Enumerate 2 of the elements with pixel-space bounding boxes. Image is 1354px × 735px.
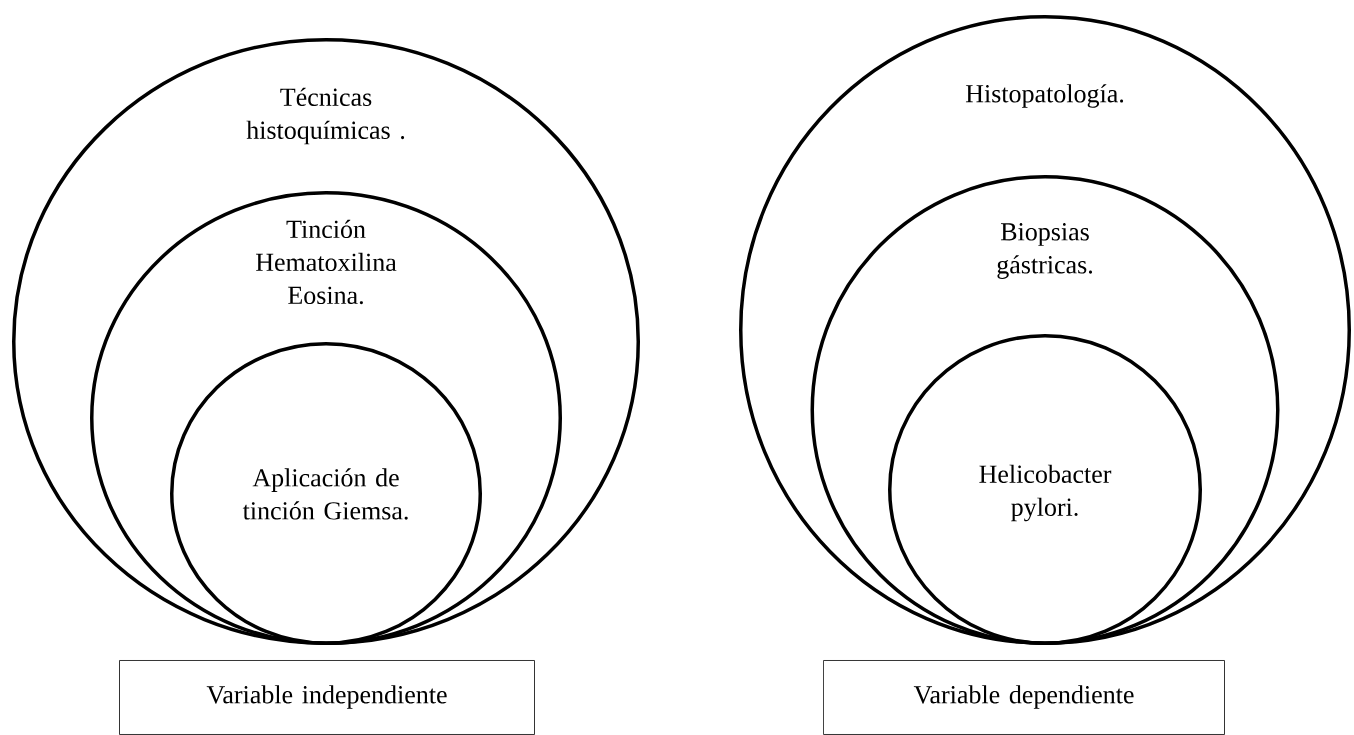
label-box: Variable independiente <box>119 660 535 735</box>
label-box: Variable dependiente <box>823 660 1225 735</box>
